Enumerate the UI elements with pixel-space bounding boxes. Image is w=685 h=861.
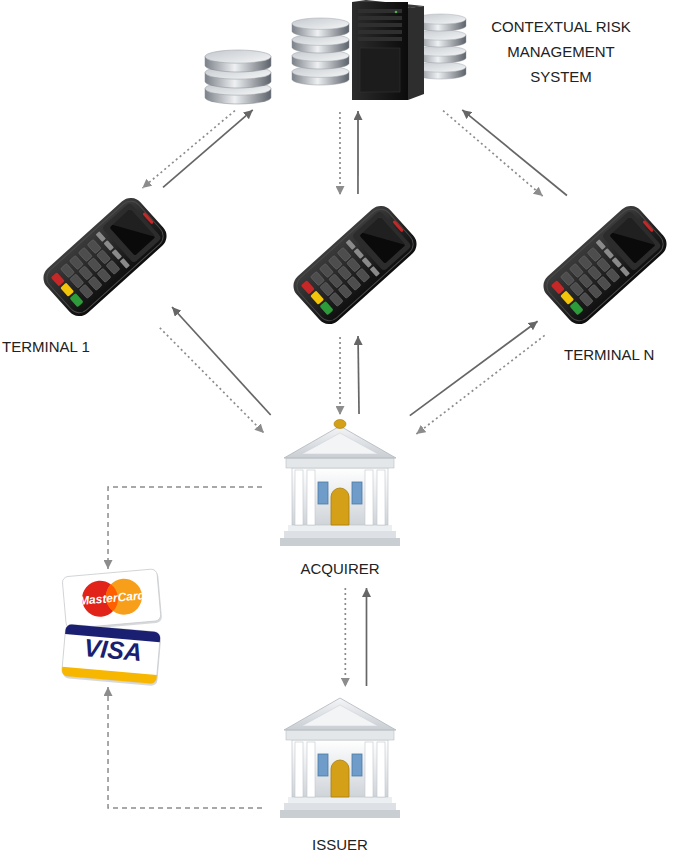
connector-arrow	[443, 111, 543, 196]
node-label: CONTEXTUAL RISK MANAGEMENT SYSTEM	[485, 14, 637, 89]
bank-node: ISSUER	[266, 690, 414, 856]
connector-arrow	[163, 110, 253, 187]
card-node: MasterCardVISA	[55, 572, 165, 684]
disk	[205, 50, 271, 72]
risk-system-node: CONTEXTUAL RISK MANAGEMENT SYSTEM	[205, 0, 467, 108]
card-brand: VISA	[83, 633, 144, 667]
disk	[292, 18, 349, 37]
server-cluster	[205, 0, 466, 104]
node-label: ACQUIRER	[266, 560, 414, 578]
visa-card	[61, 624, 161, 686]
connector-arrow	[339, 112, 341, 195]
card-face	[61, 624, 160, 684]
card-face	[62, 569, 161, 629]
connector-arrow	[108, 487, 262, 569]
bank-node: ACQUIRER	[266, 418, 414, 580]
bank-picture	[280, 426, 400, 546]
server-tower	[352, 2, 408, 100]
terminal-picture	[38, 193, 172, 322]
connector-arrow	[339, 337, 341, 415]
node-label: TERMINAL 1	[2, 338, 90, 356]
connector-arrow	[357, 111, 359, 194]
connector-arrow	[410, 321, 538, 415]
tower-panel	[360, 48, 400, 92]
connector-arrow	[108, 687, 262, 808]
tower-side	[408, 6, 424, 100]
connector-arrow	[462, 110, 567, 196]
tower-bays	[358, 9, 402, 41]
connector-arrow	[142, 111, 235, 189]
connector-arrow	[416, 335, 544, 434]
tower-led	[395, 11, 398, 14]
node-label: TERMINAL N	[564, 346, 654, 364]
connector-arrow	[344, 588, 346, 687]
mastercard-card	[62, 569, 162, 631]
terminal-node: TERMINAL 1	[40, 190, 170, 325]
terminal-picture	[538, 201, 672, 330]
connector-arrow	[358, 336, 359, 414]
terminal-picture	[288, 201, 422, 330]
card-band	[61, 667, 156, 684]
card-brand: MasterCard	[79, 589, 146, 608]
connector-arrow	[172, 307, 271, 415]
bank-picture	[280, 698, 400, 818]
terminal-node	[290, 198, 420, 333]
connector-arrow	[366, 588, 368, 686]
node-label: ISSUER	[266, 836, 414, 854]
connector-arrow	[160, 328, 264, 433]
bank-ornament	[334, 420, 346, 429]
terminal-node: TERMINAL N	[540, 198, 670, 333]
